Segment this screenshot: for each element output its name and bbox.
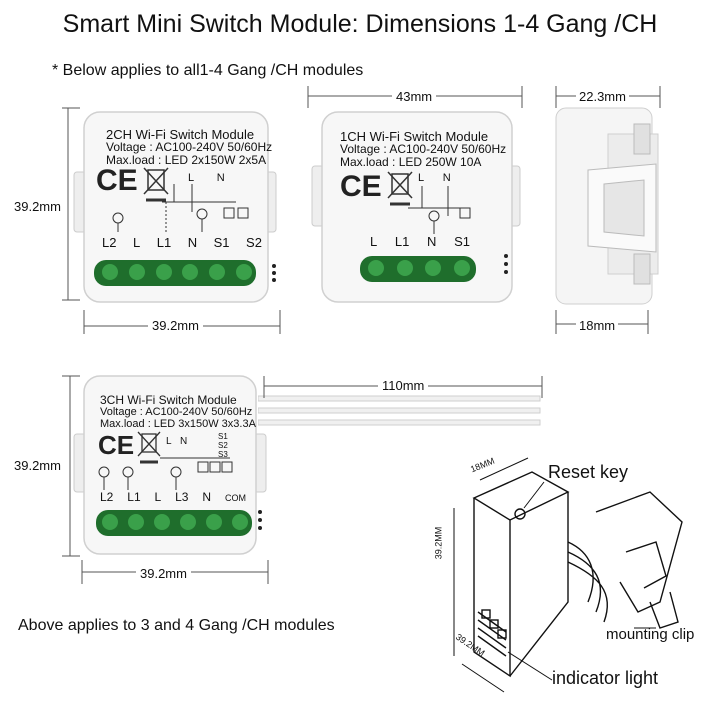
ln-n: N: [216, 172, 225, 184]
page-title: Smart Mini Switch Module: Dimensions 1-4…: [62, 10, 658, 38]
terminal-label: N: [202, 490, 212, 504]
switch-label: S3: [218, 450, 228, 459]
iso-dim-side: 39.2MM: [433, 526, 444, 560]
terminal-screw: [233, 262, 254, 282]
bottom-note: Above applies to 3 and 4 Gang /CH module…: [18, 617, 335, 634]
terminal-label: L1: [394, 234, 410, 249]
ce-mark: CE: [96, 164, 138, 197]
module-3ch-terminals: [100, 512, 250, 532]
dim-1ch-width: 43mm: [392, 89, 437, 104]
module-2ch-terminals: [100, 262, 254, 282]
dim-side-bottom: 18mm: [576, 318, 619, 333]
terminal-label: L2: [102, 235, 117, 250]
terminal-screw: [451, 258, 472, 278]
module-3ch-maxload: Max.load : LED 3x150W 3x3.3A: [100, 418, 256, 430]
terminal-label: N: [187, 235, 198, 250]
side-view: [548, 104, 668, 309]
module-2ch: CE 2CH Wi-Fi Switch Module Voltage : AC1…: [66, 102, 296, 317]
terminal-screw: [423, 258, 444, 278]
module-1ch-name: 1CH Wi-Fi Switch Module: [340, 129, 489, 144]
terminal-screw: [230, 512, 250, 532]
wiring-schematic-2ch: [112, 184, 249, 232]
ln-l: L: [188, 172, 194, 184]
ln-l: L: [166, 436, 172, 447]
module-2ch-label: 2CH Wi-Fi Switch Module Voltage : AC100-…: [106, 128, 276, 167]
terminal-screw: [180, 262, 201, 282]
module-1ch-terminal-labels: L L1 N S1: [370, 234, 470, 249]
iso-drawing: [453, 457, 683, 693]
dim-line-2ch-height: [62, 107, 80, 301]
terminal-label: L: [154, 490, 162, 504]
callout-reset-key: Reset key: [548, 462, 629, 482]
terminal-screw: [207, 262, 228, 282]
terminal-screw: [178, 512, 198, 532]
terminal-label: L: [132, 235, 141, 250]
module-3ch-voltage: Voltage : AC100-240V 50/60Hz: [100, 406, 253, 418]
dim-3ch-height: 39.2mm: [14, 458, 61, 473]
ln-n: N: [442, 172, 451, 184]
terminal-screw: [153, 262, 174, 282]
terminal-screw: [126, 512, 146, 532]
terminal-label: L1: [127, 490, 141, 504]
terminal-label: L3: [175, 490, 189, 504]
module-1ch-maxload: Max.load : LED 250W 10A: [340, 155, 482, 169]
terminal-label: N: [427, 234, 437, 249]
dim-3ch-wire: 110mm: [378, 378, 429, 393]
terminal-screw: [100, 262, 120, 282]
module-2ch-maxload: Max.load : LED 2x150W 2x5A: [106, 153, 267, 167]
module-1ch-drawing: CE: [311, 111, 521, 303]
dim-2ch-width: 39.2mm: [148, 318, 203, 333]
module-2ch-ln: L N: [188, 172, 225, 184]
module-3ch-ln: L N: [166, 436, 187, 447]
terminal-label: S1: [454, 234, 470, 249]
callout-mounting-clip: mounting clip: [606, 626, 695, 643]
dim-side-top: 22.3mm: [576, 89, 629, 104]
module-3ch-name: 3CH Wi-Fi Switch Module: [100, 393, 237, 407]
top-note: * Below applies to all1-4 Gang /CH modul…: [52, 62, 364, 79]
module-2ch-terminal-labels: L2 L L1 N S1 S2: [102, 235, 262, 250]
dim-line-3ch-height: [62, 375, 80, 557]
terminal-screw: [152, 512, 172, 532]
terminal-screw: [366, 258, 386, 278]
terminal-label: S1: [213, 235, 230, 250]
ln-n: N: [179, 436, 188, 447]
module-3ch: CE 3CH Wi-Fi Switch Module Voltage : AC1…: [70, 362, 270, 560]
module-2ch-name: 2CH Wi-Fi Switch Module: [106, 127, 255, 142]
ln-l: L: [418, 172, 424, 184]
terminal-label: COM: [224, 493, 246, 503]
terminal-label: S2: [246, 235, 262, 250]
module-1ch: CE 1CH Wi-Fi Switch Module Voltage : AC1…: [308, 104, 528, 306]
terminal-label: L: [370, 234, 378, 249]
switch-label: S2: [218, 441, 228, 450]
dim-2ch-height: 39.2mm: [14, 199, 61, 214]
callout-indicator-light: indicator light: [552, 668, 659, 688]
terminal-label: L2: [100, 490, 114, 504]
terminal-screw: [394, 258, 415, 278]
svg-text:CE: CE: [98, 430, 134, 460]
module-3ch-wires: [258, 395, 541, 426]
module-3ch-label: 3CH Wi-Fi Switch Module Voltage : AC100-…: [100, 394, 260, 430]
switch-label: S1: [218, 432, 228, 441]
terminal-screw: [126, 262, 147, 282]
terminal-screw: [100, 512, 120, 532]
module-1ch-ln: L N: [418, 172, 451, 184]
terminal-label: L1: [156, 235, 172, 250]
module-1ch-terminals: [366, 258, 472, 278]
dim-3ch-width: 39.2mm: [136, 566, 191, 581]
svg-text:CE: CE: [340, 170, 382, 203]
module-1ch-label: 1CH Wi-Fi Switch Module Voltage : AC100-…: [340, 130, 520, 169]
side-view-drawing: [555, 107, 659, 305]
terminal-screw: [204, 512, 224, 532]
module-3ch-switch-labels: S1 S2 S3: [218, 432, 228, 459]
module-3ch-terminal-labels: L2 L1 L L3 N COM: [100, 490, 246, 504]
weee-icon: [143, 167, 169, 202]
module-2ch-voltage: Voltage : AC100-240V 50/60Hz: [106, 140, 273, 154]
module-1ch-voltage: Voltage : AC100-240V 50/60Hz: [340, 142, 507, 156]
